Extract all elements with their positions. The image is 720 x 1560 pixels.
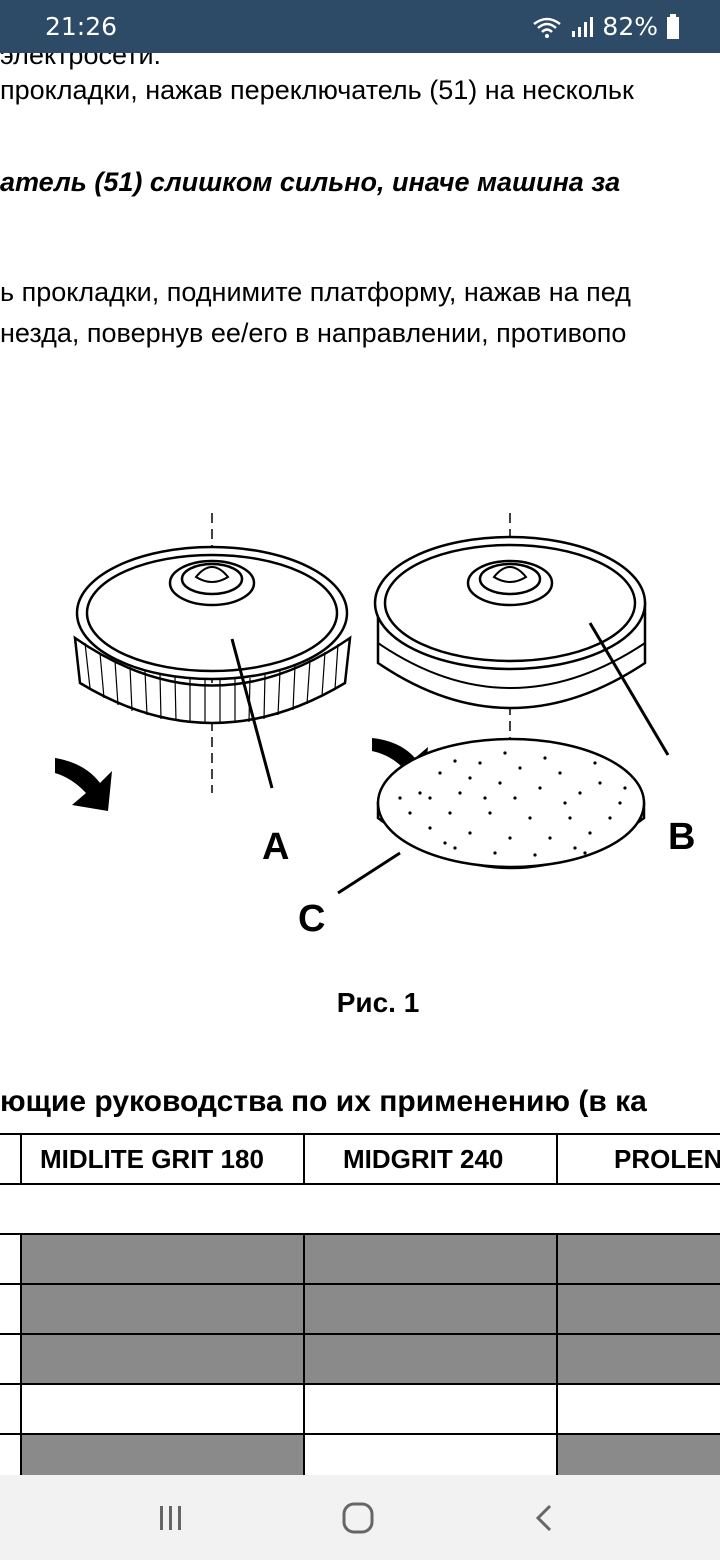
document-page[interactable]: электросети. прокладки, нажав переключат…	[0, 53, 720, 1475]
table-cell	[0, 1283, 22, 1335]
navigation-bar	[0, 1475, 720, 1560]
text-line-1: электросети.	[0, 53, 162, 70]
figure-1: A B C	[0, 493, 720, 953]
pad-driver-illustration	[372, 513, 670, 833]
status-bar: 21:26 82%	[0, 0, 720, 53]
section-heading: ющие руководства по их применению (в ка	[0, 1085, 647, 1118]
signal-icon	[570, 15, 594, 39]
table-cell	[0, 1333, 22, 1385]
recent-apps-button[interactable]	[141, 1493, 201, 1543]
table-header-cell: MIDLITE GRIT 180	[20, 1133, 305, 1185]
table-cell	[556, 1233, 720, 1285]
table-cell	[556, 1283, 720, 1335]
table-cell	[20, 1183, 305, 1235]
label-c: C	[298, 898, 325, 940]
table-cell	[20, 1433, 305, 1475]
recent-apps-icon	[160, 1506, 181, 1530]
wifi-icon	[532, 15, 562, 39]
brush-disc-illustration	[55, 513, 352, 811]
table-header-cell: PROLEN	[556, 1133, 720, 1185]
warning-line: атель (51) слишком сильно, иначе машина …	[0, 167, 621, 197]
label-b: B	[668, 816, 695, 858]
battery-icon	[666, 13, 680, 40]
table-cell	[20, 1333, 305, 1385]
table-header-cell	[0, 1133, 22, 1185]
figure-caption: Рис. 1	[336, 987, 420, 1018]
status-time: 21:26	[45, 12, 118, 41]
home-icon	[342, 1502, 374, 1534]
table-cell	[303, 1433, 558, 1475]
table-cell	[303, 1383, 558, 1435]
table-cell	[0, 1433, 22, 1475]
home-button[interactable]	[328, 1493, 388, 1543]
table-cell	[20, 1383, 305, 1435]
back-icon	[535, 1504, 552, 1532]
table-cell	[556, 1433, 720, 1475]
sanding-pad-illustration	[337, 737, 646, 895]
table-cell	[303, 1183, 558, 1235]
text-line-4: незда, повернув ее/его в направлении, пр…	[0, 318, 627, 348]
table-cell	[303, 1233, 558, 1285]
table-cell	[0, 1383, 22, 1435]
table-cell	[303, 1333, 558, 1385]
table-cell	[556, 1333, 720, 1385]
battery-percent: 82%	[602, 12, 658, 41]
table-header-cell: MIDGRIT 240	[303, 1133, 558, 1185]
table-cell	[0, 1183, 22, 1235]
table-cell	[556, 1383, 720, 1435]
text-line-2: прокладки, нажав переключатель (51) на н…	[0, 75, 634, 105]
table-cell	[20, 1233, 305, 1285]
table-cell	[0, 1233, 22, 1285]
table-cell	[20, 1283, 305, 1335]
table-cell	[556, 1183, 720, 1235]
back-button[interactable]	[515, 1493, 575, 1543]
label-a: A	[262, 826, 289, 868]
text-line-3: ь прокладки, поднимите платформу, нажав …	[0, 277, 631, 307]
table-cell	[303, 1283, 558, 1335]
